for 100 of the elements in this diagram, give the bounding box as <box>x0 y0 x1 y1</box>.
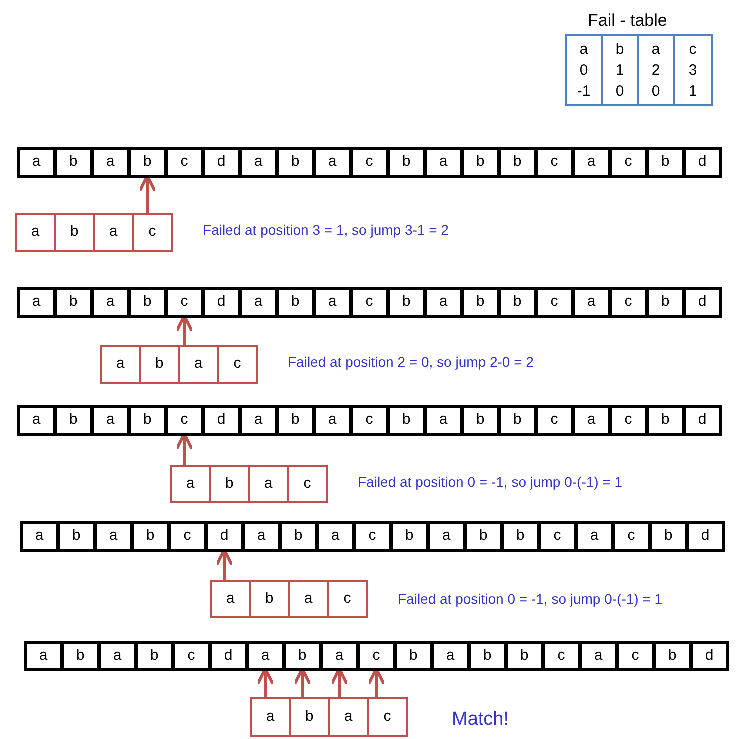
table-cell-text: 3 <box>688 60 698 80</box>
pattern-cell: a <box>248 465 289 503</box>
text-cell: c <box>350 405 389 436</box>
text-cell: a <box>91 405 130 436</box>
table-cell-text: -1 <box>577 82 591 102</box>
text-cell: b <box>653 641 692 671</box>
text-cell: b <box>128 405 167 436</box>
pattern-cell: b <box>289 697 330 737</box>
note: Failed at position 2 = 0, so jump 2-0 = 2 <box>288 353 534 372</box>
pattern-cell: b <box>209 465 250 503</box>
text-cell: c <box>542 641 581 671</box>
text-cell: a <box>91 287 130 318</box>
text-cell: d <box>209 641 248 671</box>
text-cell: a <box>424 287 463 318</box>
table-cell-text: 1 <box>688 82 698 102</box>
note: Failed at position 3 = 1, so jump 3-1 = 2 <box>203 221 449 240</box>
table-title: Fail - table <box>588 10 668 32</box>
text-cell: d <box>205 521 244 552</box>
text-cell: c <box>535 147 574 178</box>
text-cell: a <box>575 521 614 552</box>
note: Match! <box>452 708 510 732</box>
text-cell: b <box>61 641 100 671</box>
text-cell: b <box>128 287 167 318</box>
text-cell: a <box>242 521 281 552</box>
text-cell: d <box>686 521 725 552</box>
text-cell: a <box>313 287 352 318</box>
text-cell: c <box>168 521 207 552</box>
text-cell: b <box>646 287 685 318</box>
text-cell: a <box>313 405 352 436</box>
text-cell: c <box>165 405 204 436</box>
text-cell: a <box>91 147 130 178</box>
text-cell: b <box>276 287 315 318</box>
text-cell: b <box>387 405 426 436</box>
text-cell: b <box>646 147 685 178</box>
pattern-cell: a <box>288 580 329 618</box>
text-cell: b <box>387 147 426 178</box>
text-cell: b <box>498 287 537 318</box>
text-cell: a <box>431 641 470 671</box>
table-cell-text: a <box>580 40 588 60</box>
text-cell: a <box>94 521 133 552</box>
table-cell-text: c <box>689 40 697 60</box>
text-cell: a <box>579 641 618 671</box>
text-cell: b <box>54 405 93 436</box>
pattern-cell: c <box>287 465 328 503</box>
text-cell: b <box>498 147 537 178</box>
text-cell: a <box>98 641 137 671</box>
text-cell: b <box>461 405 500 436</box>
text-cell: b <box>505 641 544 671</box>
pattern-cell: a <box>328 697 369 737</box>
text-cell: b <box>390 521 429 552</box>
pattern-cell: b <box>249 580 290 618</box>
pattern-cell: b <box>54 213 95 252</box>
text-cell: d <box>202 147 241 178</box>
text-cell: b <box>276 405 315 436</box>
table-cell-text: b <box>616 40 624 60</box>
text-cell: a <box>424 405 463 436</box>
text-cell: c <box>612 521 651 552</box>
text-cell: a <box>17 147 56 178</box>
text-cell: b <box>646 405 685 436</box>
pattern-cell: a <box>178 345 219 384</box>
text-cell: d <box>683 405 722 436</box>
text-cell: a <box>239 147 278 178</box>
text-cell: d <box>202 287 241 318</box>
text-cell: c <box>350 147 389 178</box>
text-cell: b <box>498 405 537 436</box>
text-cell: b <box>468 641 507 671</box>
text-cell: c <box>609 287 648 318</box>
text-cell: a <box>320 641 359 671</box>
pattern-cell: c <box>327 580 368 618</box>
text-cell: b <box>649 521 688 552</box>
pattern-cell: a <box>210 580 251 618</box>
text-cell: b <box>283 641 322 671</box>
text-cell: c <box>538 521 577 552</box>
text-cell: a <box>424 147 463 178</box>
table-cell-text: 0 <box>580 60 588 80</box>
pattern-cell: a <box>15 213 56 252</box>
pattern-cell: c <box>132 213 173 252</box>
text-cell: b <box>135 641 174 671</box>
text-cell: b <box>501 521 540 552</box>
pattern-cell: c <box>367 697 408 737</box>
text-cell: a <box>239 287 278 318</box>
pattern-cell: a <box>170 465 211 503</box>
pattern-cell: b <box>139 345 180 384</box>
text-cell: b <box>464 521 503 552</box>
text-cell: c <box>609 405 648 436</box>
text-cell: a <box>20 521 59 552</box>
text-cell: a <box>24 641 63 671</box>
text-cell: b <box>394 641 433 671</box>
text-cell: d <box>683 287 722 318</box>
table-cell-text: 1 <box>616 60 624 80</box>
text-cell: a <box>246 641 285 671</box>
text-cell: b <box>387 287 426 318</box>
pattern-cell: c <box>217 345 258 384</box>
text-cell: a <box>572 287 611 318</box>
text-cell: a <box>316 521 355 552</box>
note: Failed at position 0 = -1, so jump 0-(-1) = 1 <box>398 590 663 609</box>
table-cell-text: 0 <box>616 82 624 102</box>
note: Failed at position 0 = -1, so jump 0-(-1) = 1 <box>358 473 623 492</box>
text-cell: b <box>128 147 167 178</box>
text-cell: a <box>17 405 56 436</box>
